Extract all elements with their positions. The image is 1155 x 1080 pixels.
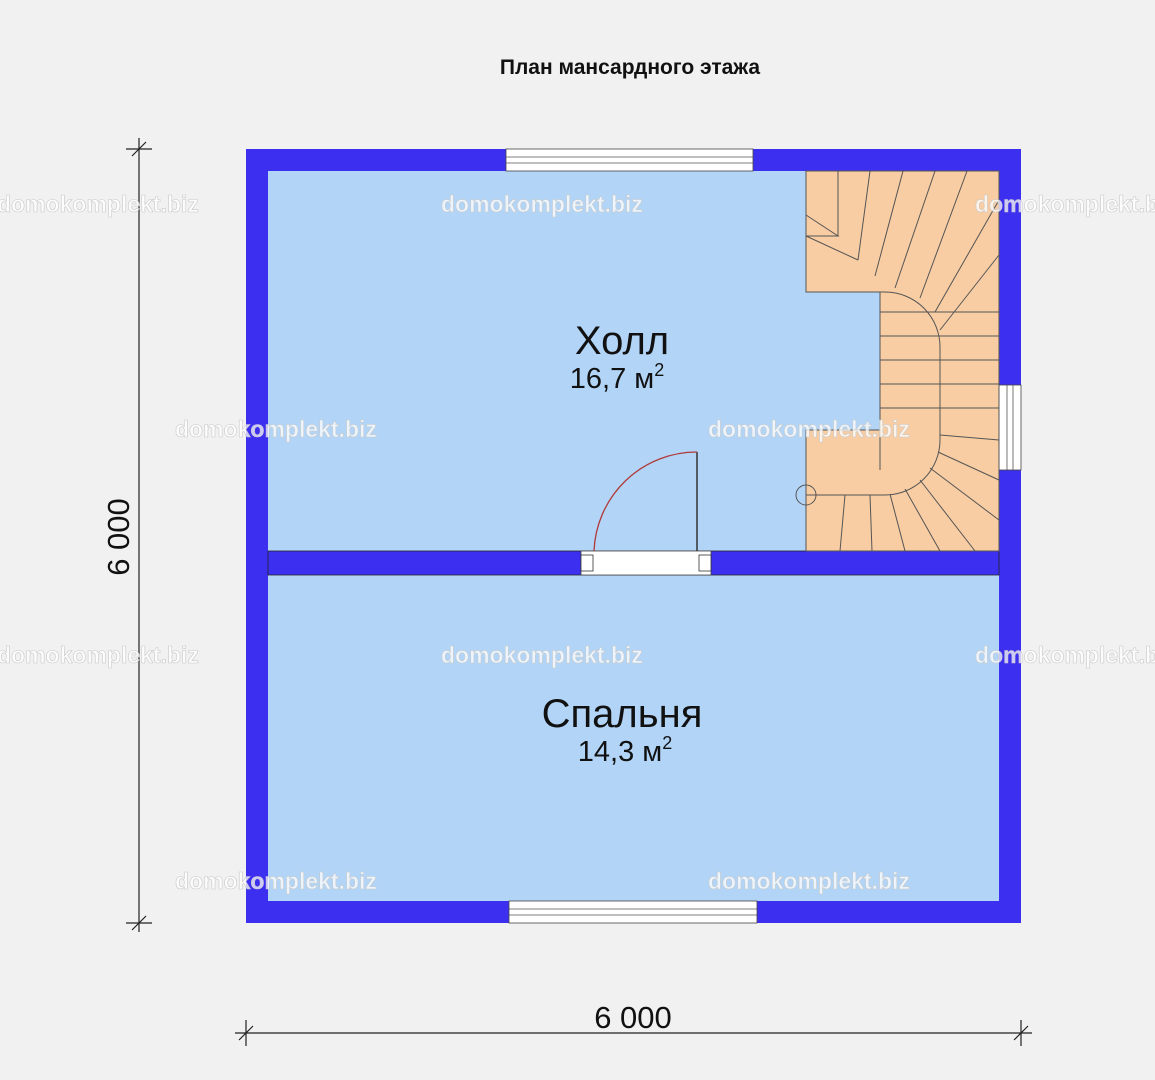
- room-area-hall-sup: 2: [654, 360, 664, 380]
- watermark: domokomplekt.biz: [175, 868, 377, 894]
- room-name-hall: Холл: [575, 319, 669, 363]
- room-area-hall: 16,7 м2: [570, 360, 664, 395]
- room-area-bedroom-value: 14,3 м: [578, 736, 662, 768]
- watermark: domokomplekt.biz: [975, 642, 1155, 668]
- window-top: [505, 148, 754, 172]
- window-right: [998, 384, 1022, 471]
- staircase: [795, 170, 1000, 552]
- bedroom-floor: [268, 575, 999, 901]
- window-bottom: [508, 900, 758, 924]
- watermark: domokomplekt.biz: [441, 191, 643, 217]
- dimension-horizontal: [235, 1020, 1032, 1046]
- door: [580, 451, 712, 576]
- watermark: domokomplekt.biz: [708, 416, 910, 442]
- watermark: domokomplekt.biz: [0, 191, 199, 217]
- watermark: domokomplekt.biz: [975, 191, 1155, 217]
- dimension-vertical: [126, 138, 152, 932]
- room-area-hall-value: 16,7 м: [570, 363, 654, 395]
- room-area-bedroom: 14,3 м2: [578, 733, 672, 768]
- watermark: domokomplekt.biz: [441, 642, 643, 668]
- watermark: domokomplekt.biz: [175, 416, 377, 442]
- watermarks: domokomplekt.biz domokomplekt.biz domoko…: [0, 191, 1155, 895]
- watermark: domokomplekt.biz: [708, 868, 910, 894]
- room-area-bedroom-sup: 2: [662, 733, 672, 753]
- dimension-width-label: 6 000: [594, 1000, 672, 1035]
- watermark: domokomplekt.biz: [0, 642, 199, 668]
- dimension-height-label: 6 000: [101, 498, 136, 576]
- plan-title: План мансардного этажа: [499, 56, 761, 79]
- room-name-bedroom: Спальня: [542, 692, 703, 736]
